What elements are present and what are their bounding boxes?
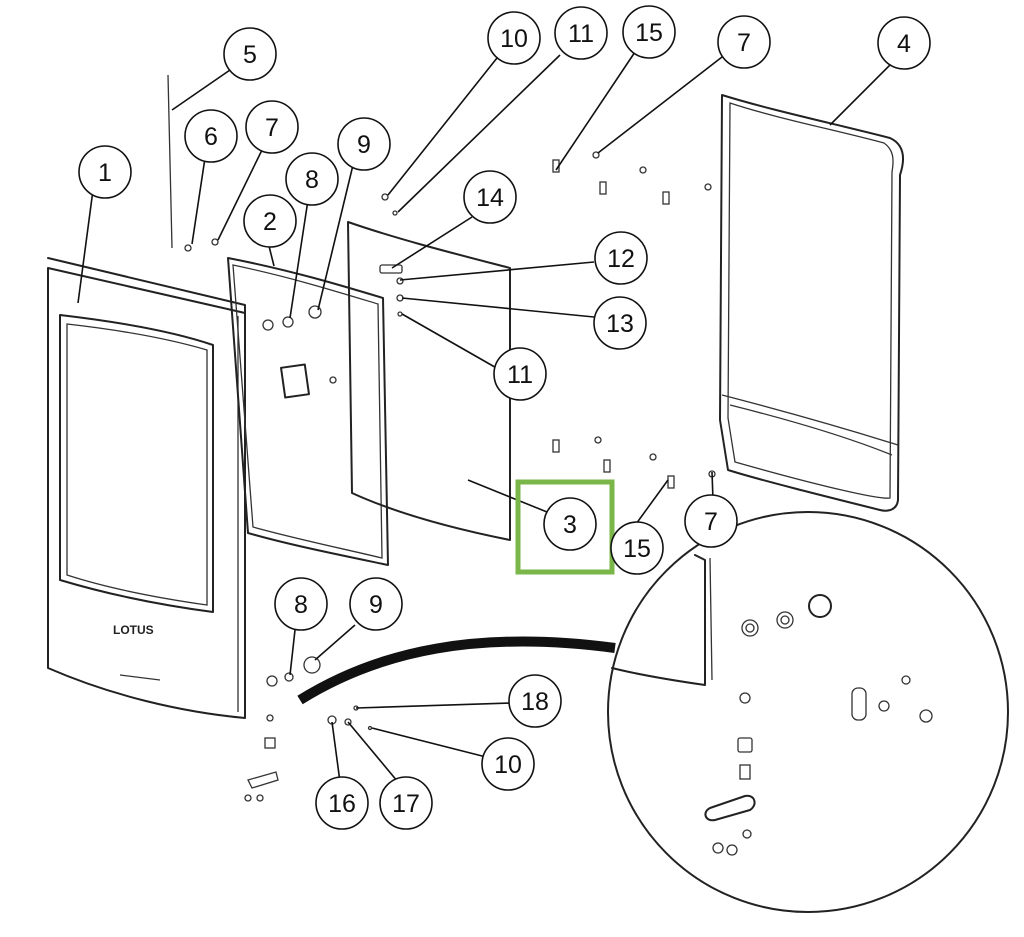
callout-11: 11 [493, 347, 547, 401]
svg-text:15: 15 [635, 19, 663, 47]
callout-16: 16 [315, 776, 369, 830]
svg-text:8: 8 [294, 591, 308, 619]
callout-15: 15 [622, 5, 676, 59]
svg-text:3: 3 [563, 511, 577, 539]
callout-3: 3 [543, 497, 597, 551]
svg-text:18: 18 [521, 688, 549, 716]
callout-8: 8 [285, 152, 339, 206]
svg-text:7: 7 [704, 508, 718, 536]
svg-text:9: 9 [369, 591, 383, 619]
inner-door-frame-part [719, 94, 904, 512]
highlight-box [515, 479, 615, 575]
callout-12: 12 [594, 231, 648, 285]
callout-15: 15 [610, 521, 664, 575]
callout-18: 18 [508, 674, 562, 728]
svg-text:1: 1 [98, 159, 112, 187]
callout-17: 17 [379, 776, 433, 830]
callout-10: 10 [487, 11, 541, 65]
callout-7: 7 [245, 100, 299, 154]
callout-9: 9 [337, 117, 391, 171]
leader-lines [77, 51, 891, 783]
brand-logo-text: LOTUS [113, 623, 154, 637]
callout-1: 1 [78, 145, 132, 199]
callout-10: 10 [481, 737, 535, 791]
callout-2: 2 [243, 194, 297, 248]
callout-6: 6 [184, 109, 238, 163]
svg-text:11: 11 [568, 20, 594, 48]
svg-text:7: 7 [265, 114, 279, 142]
svg-text:10: 10 [500, 25, 528, 53]
callout-11: 11 [554, 6, 608, 60]
callout-7: 7 [684, 494, 738, 548]
callout-13: 13 [593, 296, 647, 350]
callout-9: 9 [349, 577, 403, 631]
svg-text:13: 13 [606, 310, 634, 338]
svg-text:17: 17 [392, 790, 420, 818]
glass-seal-part [227, 257, 389, 566]
callout-4: 4 [877, 16, 931, 70]
svg-text:2: 2 [263, 208, 277, 236]
door-frame-part: LOTUS [47, 257, 246, 719]
svg-text:6: 6 [204, 123, 218, 151]
svg-text:4: 4 [897, 30, 911, 58]
svg-text:9: 9 [357, 131, 371, 159]
svg-text:16: 16 [328, 790, 356, 818]
svg-text:15: 15 [623, 535, 651, 563]
callout-14: 14 [463, 170, 517, 224]
callout-8: 8 [274, 577, 328, 631]
svg-text:5: 5 [243, 41, 257, 69]
svg-text:12: 12 [607, 245, 635, 273]
callout-7: 7 [717, 15, 771, 69]
callout-5: 5 [223, 27, 277, 81]
svg-text:7: 7 [737, 29, 751, 57]
svg-text:14: 14 [476, 184, 504, 212]
svg-text:11: 11 [507, 361, 533, 389]
detail-magnifier [297, 511, 1009, 913]
svg-text:10: 10 [494, 751, 522, 779]
hardware-fittings [167, 74, 716, 802]
glass-panel-part [347, 221, 511, 541]
svg-text:8: 8 [305, 166, 319, 194]
